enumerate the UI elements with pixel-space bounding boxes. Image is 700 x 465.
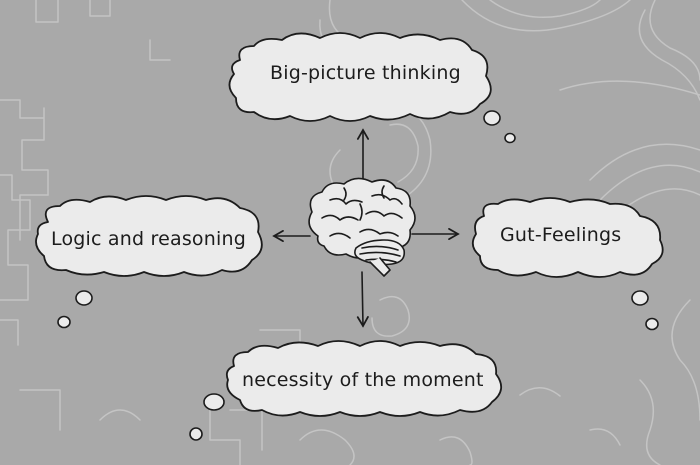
bubble-bottom-label: necessity of the moment: [242, 369, 484, 391]
thought-dot: [75, 290, 93, 306]
thought-dot: [483, 110, 501, 126]
thought-dot: [631, 290, 649, 306]
bubble-top-label: Big-picture thinking: [270, 62, 461, 84]
bubble-right-label: Gut-Feelings: [500, 224, 622, 246]
thought-dot: [189, 427, 203, 441]
bubble-bottom: [225, 340, 502, 417]
thought-dot: [203, 393, 225, 411]
thought-dot: [57, 315, 71, 329]
brain-icon: [308, 177, 416, 277]
bubble-right: [471, 197, 664, 278]
bubble-top: [228, 32, 492, 122]
bubble-left: [35, 195, 263, 277]
arrow-down: [356, 271, 369, 328]
thought-dot: [645, 317, 659, 331]
thought-dot: [504, 132, 516, 144]
bubble-left-label: Logic and reasoning: [51, 228, 246, 250]
